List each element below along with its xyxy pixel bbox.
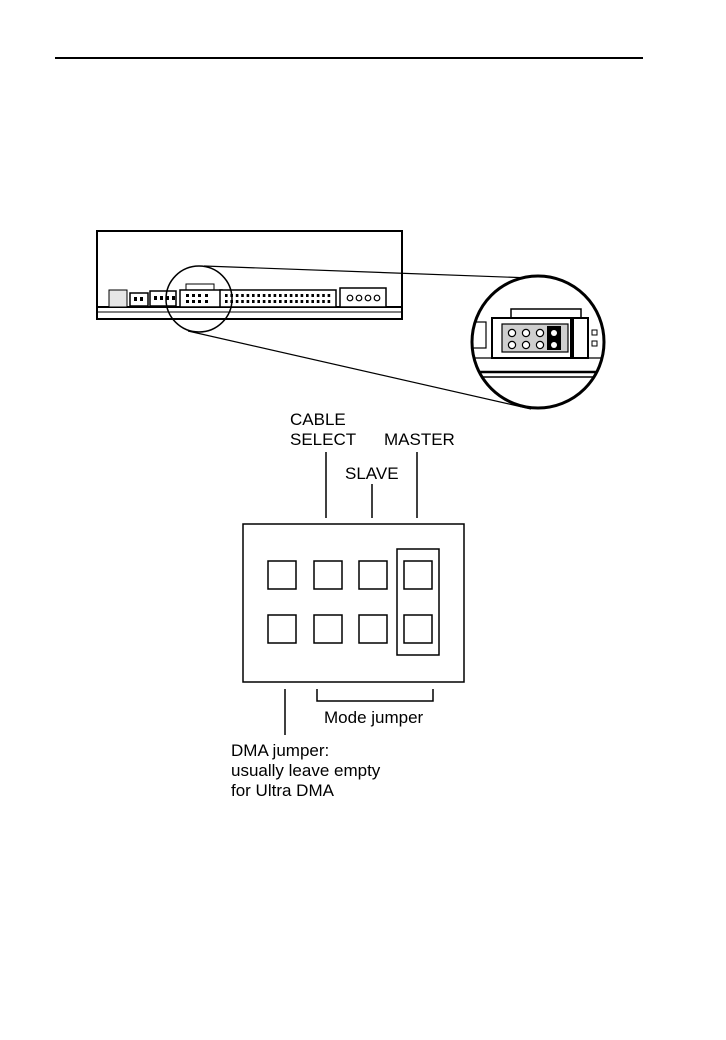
ide-pin (225, 294, 228, 297)
ide-pin (295, 300, 298, 303)
cable-select-line-2: SELECT (290, 430, 356, 450)
pin-dma-top (268, 561, 296, 589)
pin-slave-top (359, 561, 387, 589)
pin-cable-select-top (314, 561, 342, 589)
audio-connector (109, 290, 127, 307)
ide-pin (317, 294, 320, 297)
ide-pin (279, 300, 282, 303)
ide-pin (252, 300, 255, 303)
ide-pin (317, 300, 320, 303)
ide-pin (328, 294, 331, 297)
mode-jumper-bracket (317, 689, 433, 701)
ide-pin (247, 300, 250, 303)
ide-pin (236, 294, 239, 297)
jumper-block-outline (243, 524, 464, 682)
ide-pin (268, 300, 271, 303)
ide-pin (241, 300, 244, 303)
pin-dma-bottom (268, 615, 296, 643)
ide-pin (290, 294, 293, 297)
slave-label: SLAVE (345, 464, 399, 484)
ide-pin (257, 300, 260, 303)
ide-pin (274, 294, 277, 297)
dma-note-line-2: usually leave empty (231, 761, 380, 781)
dma-note-line-3: for Ultra DMA (231, 781, 380, 801)
ide-pin (311, 294, 314, 297)
mode-jumper-label: Mode jumper (324, 708, 423, 728)
dma-jumper-note: DMA jumper: usually leave empty for Ultr… (231, 741, 380, 801)
drive-rear-panel (97, 231, 402, 319)
ide-pin (257, 294, 260, 297)
ide-pin (301, 300, 304, 303)
ide-pin (284, 300, 287, 303)
pin-master-bottom (404, 615, 432, 643)
ide-pin (306, 294, 309, 297)
cable-select-label: CABLE SELECT (290, 410, 356, 450)
ide-pin (274, 300, 277, 303)
pin-slave-bottom (359, 615, 387, 643)
analog-audio-connector (150, 291, 176, 306)
cable-select-line-1: CABLE (290, 410, 356, 430)
ide-pin (263, 300, 266, 303)
ide-pin (295, 294, 298, 297)
ide-pin (225, 300, 228, 303)
dma-note-line-1: DMA jumper: (231, 741, 380, 761)
ide-pin (322, 294, 325, 297)
ide-pin (284, 294, 287, 297)
ide-pin (263, 294, 266, 297)
ide-pin (241, 294, 244, 297)
digital-audio-connector (130, 293, 148, 306)
ide-pin (236, 300, 239, 303)
ide-pin (290, 300, 293, 303)
ide-pin (279, 294, 282, 297)
ide-pin (268, 294, 271, 297)
ide-pin (252, 294, 255, 297)
ide-pin (306, 300, 309, 303)
pin-master-top (404, 561, 432, 589)
ide-pin (328, 300, 331, 303)
jumper-block-detail (243, 452, 464, 735)
ide-pin (301, 294, 304, 297)
ide-pin (311, 300, 314, 303)
ide-pin (247, 294, 250, 297)
pin-cable-select-bottom (314, 615, 342, 643)
master-label: MASTER (384, 430, 455, 450)
ide-connector (220, 290, 336, 307)
power-connector (340, 288, 386, 307)
ide-pin (322, 300, 325, 303)
